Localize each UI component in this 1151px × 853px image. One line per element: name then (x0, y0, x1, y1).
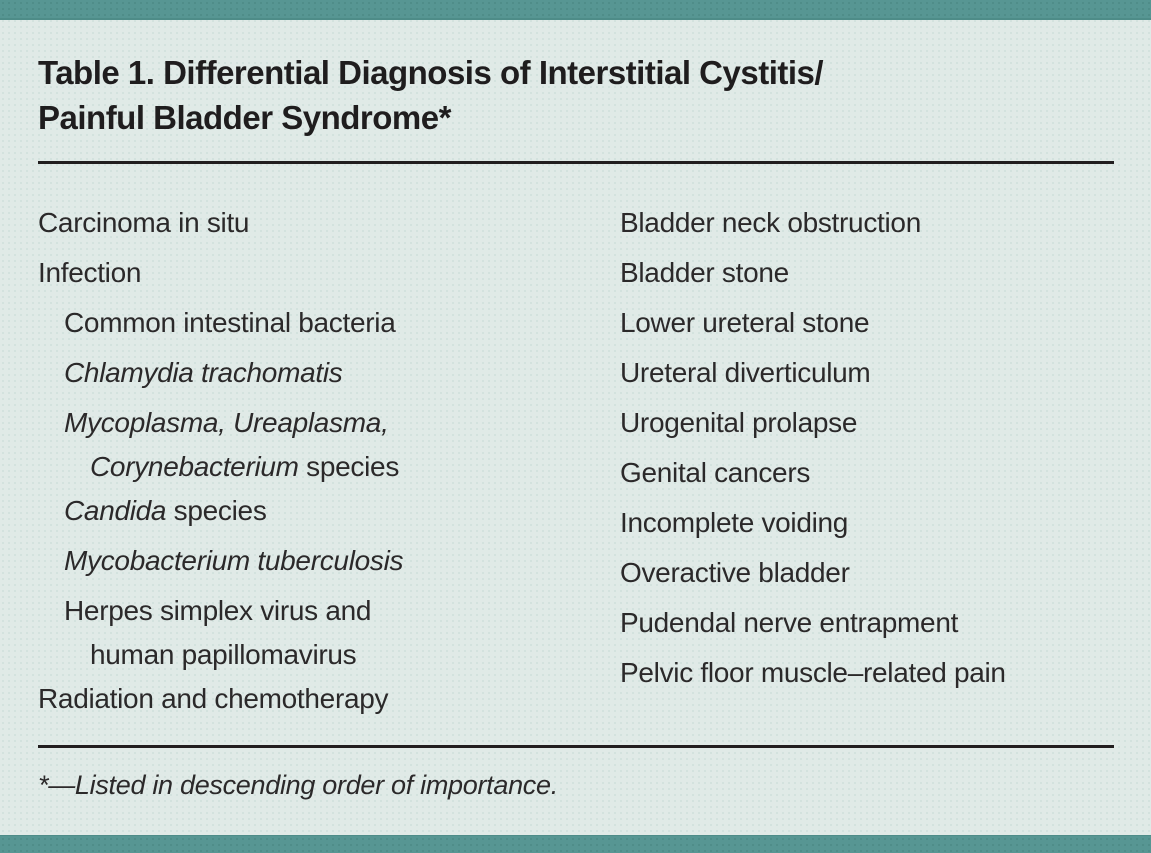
table-row: Bladder stone (620, 248, 1114, 298)
table-row-text: Ureteral diverticulum (620, 357, 871, 388)
table-row-text: Pelvic floor muscle–related pain (620, 657, 1006, 688)
table-row-text: Lower ureteral stone (620, 307, 870, 338)
table-title-line1: Table 1. Differential Diagnosis of Inter… (38, 54, 824, 91)
table-row-text: Pudendal nerve entrapment (620, 607, 959, 638)
table-title-line2: Painful Bladder Syndrome* (38, 99, 451, 136)
table-row: human papillomavirus (38, 636, 620, 674)
table-row-text: species (166, 495, 267, 526)
table-row: Mycobacterium tuberculosis (38, 536, 620, 586)
table-row: Incomplete voiding (620, 498, 1114, 548)
table-title: Table 1. Differential Diagnosis of Inter… (38, 50, 1118, 140)
table-row-text: Mycoplasma, Ureaplasma, (64, 407, 389, 438)
table-row-text: Radiation and chemotherapy (38, 683, 389, 714)
table-row-text: Carcinoma in situ (38, 207, 250, 238)
table-row-text: Herpes simplex virus and (64, 595, 372, 626)
table-row: Corynebacterium species (38, 448, 620, 486)
table-row: Common intestinal bacteria (38, 298, 620, 348)
table-row-text: Mycobacterium tuberculosis (64, 545, 404, 576)
table-row: Candida species (38, 486, 620, 536)
footnote-divider-rule (38, 745, 1114, 748)
table-row: Chlamydia trachomatis (38, 348, 620, 398)
table-row: Mycoplasma, Ureaplasma, (38, 398, 620, 448)
table-row-text: Bladder stone (620, 257, 789, 288)
table-row: Pelvic floor muscle–related pain (620, 648, 1114, 698)
table-row-text: Common intestinal bacteria (64, 307, 396, 338)
table-row: Lower ureteral stone (620, 298, 1114, 348)
table-footnote: *—Listed in descending order of importan… (38, 770, 558, 800)
top-accent-bar (0, 0, 1151, 20)
table-row: Ureteral diverticulum (620, 348, 1114, 398)
table-row-text: Genital cancers (620, 457, 811, 488)
table-row-text: Urogenital prolapse (620, 407, 858, 438)
table-row: Overactive bladder (620, 548, 1114, 598)
table-row: Pudendal nerve entrapment (620, 598, 1114, 648)
table-row: Genital cancers (620, 448, 1114, 498)
table-row-text: Candida (64, 495, 167, 526)
table-row-text: Infection (38, 257, 142, 288)
table-row-text: Incomplete voiding (620, 507, 849, 538)
table-row-text: species (298, 451, 400, 482)
table-row: Radiation and chemotherapy (38, 674, 620, 724)
table-row: Infection (38, 248, 620, 298)
table-row: Urogenital prolapse (620, 398, 1114, 448)
table-row-text: Bladder neck obstruction (620, 207, 921, 238)
bottom-accent-bar (0, 835, 1151, 853)
table-row-text: Chlamydia trachomatis (64, 357, 343, 388)
table-row-text: Corynebacterium (90, 451, 299, 482)
table-row-text: Overactive bladder (620, 557, 850, 588)
table-row: Herpes simplex virus and (38, 586, 620, 636)
table-row-text: human papillomavirus (90, 639, 357, 670)
table-row: Carcinoma in situ (38, 198, 620, 248)
title-divider-rule (38, 161, 1114, 164)
table-row: Bladder neck obstruction (620, 198, 1114, 248)
